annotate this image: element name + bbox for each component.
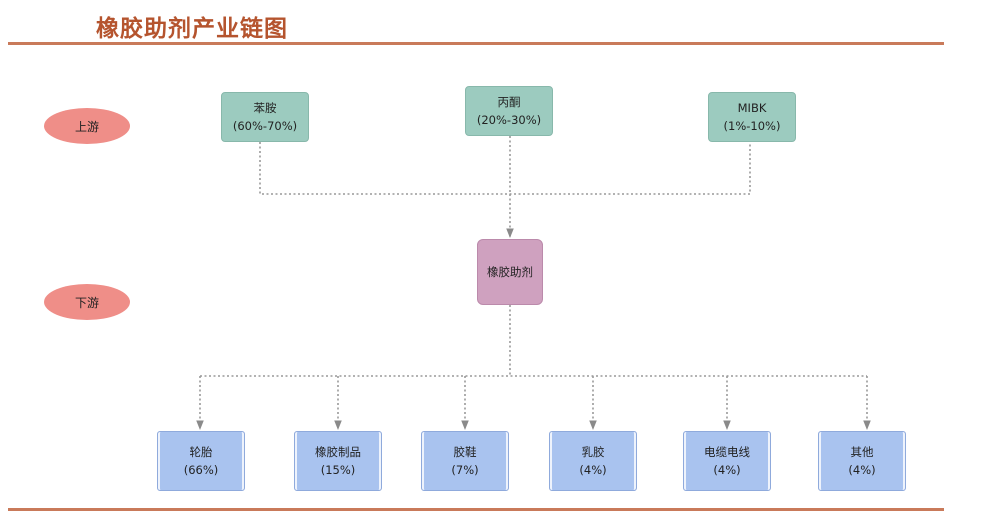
node-name: 其他 [850, 445, 874, 459]
node-share: (4%) [713, 463, 741, 477]
node-share: (15%) [320, 463, 356, 477]
node-name: 轮胎 [189, 445, 213, 459]
node-share: (20%-30%) [476, 113, 542, 127]
upstream-node-mibk: MIBK (1%-10%) [708, 92, 796, 142]
downstream-node-tires: 轮胎 (66%) [157, 431, 245, 491]
node-share: (60%-70%) [232, 119, 298, 133]
node-name: 乳胶 [581, 445, 605, 459]
node-name: 胶鞋 [453, 445, 477, 459]
stage-downstream: 下游 [44, 284, 130, 320]
node-name: 橡胶制品 [315, 445, 361, 459]
upstream-node-acetone: 丙酮 (20%-30%) [465, 86, 553, 136]
node-share: (7%) [451, 463, 479, 477]
node-name: 橡胶助剂 [487, 265, 533, 279]
node-share: (66%) [183, 463, 219, 477]
node-name: 苯胺 [253, 101, 277, 115]
downstream-node-cables: 电缆电线 (4%) [683, 431, 771, 491]
node-name: MIBK [737, 101, 767, 115]
title-rule [8, 42, 944, 45]
node-share: (4%) [848, 463, 876, 477]
center-node-rubber-additives: 橡胶助剂 [477, 239, 543, 305]
node-share: (4%) [579, 463, 607, 477]
page-title: 橡胶助剂产业链图 [96, 15, 288, 42]
node-name: 电缆电线 [704, 445, 750, 459]
downstream-node-rubber-products: 橡胶制品 (15%) [294, 431, 382, 491]
footer-rule [8, 508, 944, 511]
upstream-node-aniline: 苯胺 (60%-70%) [221, 92, 309, 142]
node-name: 丙酮 [497, 95, 521, 109]
node-share: (1%-10%) [723, 119, 781, 133]
downstream-node-others: 其他 (4%) [818, 431, 906, 491]
stage-upstream: 上游 [44, 108, 130, 144]
downstream-node-latex: 乳胶 (4%) [549, 431, 637, 491]
downstream-node-rubber-shoes: 胶鞋 (7%) [421, 431, 509, 491]
